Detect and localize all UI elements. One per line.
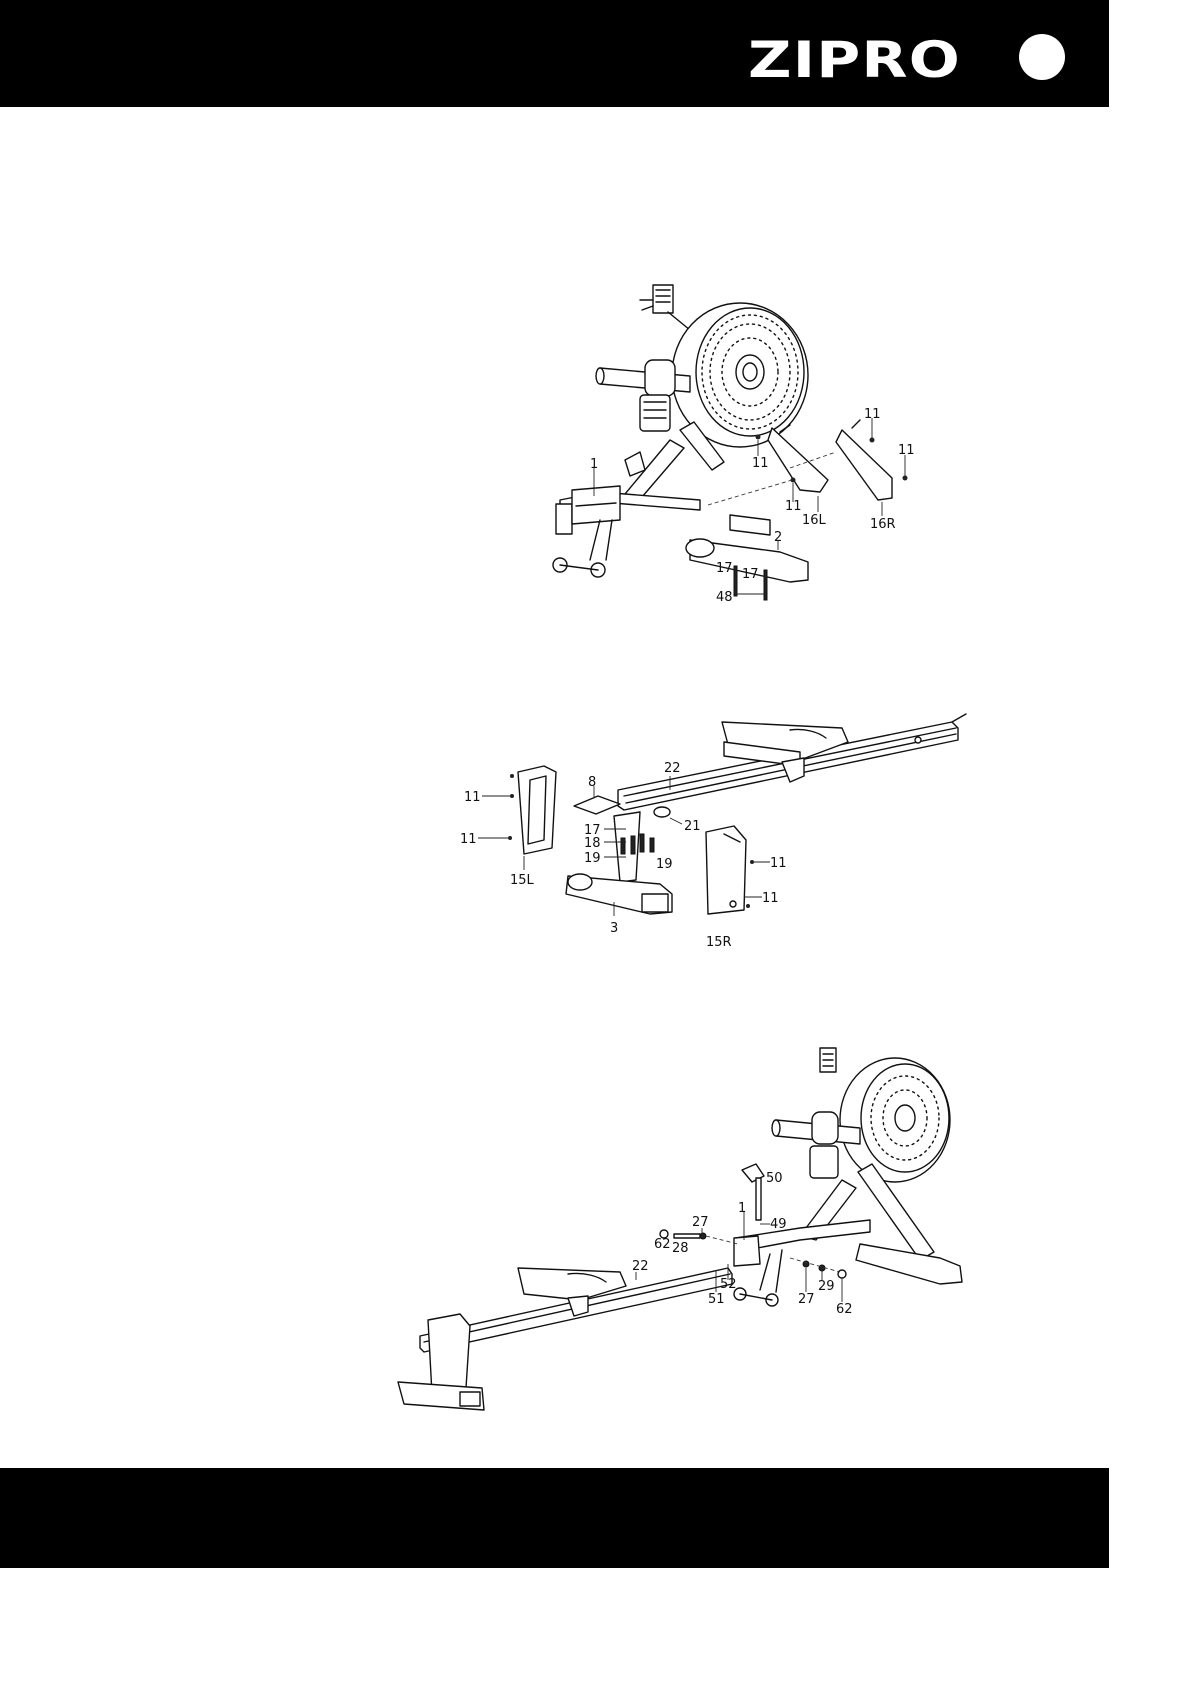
part-label-11: 11 xyxy=(460,832,477,847)
part-label-11: 11 xyxy=(770,856,787,871)
fan-wheel-illustration xyxy=(820,1048,950,1182)
part-label-11: 11 xyxy=(785,499,802,514)
part-label-52: 52 xyxy=(720,1277,737,1292)
part-label-21: 21 xyxy=(684,819,701,834)
part-label-62: 62 xyxy=(654,1237,671,1252)
part-label-22: 22 xyxy=(632,1259,649,1274)
part-label-17: 17 xyxy=(716,561,733,576)
part-label-28: 28 xyxy=(672,1241,689,1256)
part-label-16L: 16L xyxy=(802,513,827,528)
console-illustration xyxy=(640,285,690,330)
part-label-27: 27 xyxy=(692,1215,709,1230)
part-label-49: 49 xyxy=(770,1217,787,1232)
part-label-51: 51 xyxy=(708,1292,725,1307)
part-label-11: 11 xyxy=(898,443,915,458)
part-label-2: 2 xyxy=(774,530,782,545)
part-label-29: 29 xyxy=(818,1279,835,1294)
part-label-50: 50 xyxy=(766,1171,783,1186)
part-label-19: 19 xyxy=(584,851,601,866)
assembly-diagram-rail-connection: 50 1 27 62 28 49 22 52 51 27 29 62 xyxy=(390,1040,970,1420)
part-label-11: 11 xyxy=(762,891,779,906)
assembly-diagram-rail-rear-foot: 11 11 15L 8 22 17 18 19 21 19 3 11 11 15… xyxy=(440,700,980,960)
bushing-21-illustration xyxy=(654,807,670,817)
cover-16R-illustration xyxy=(836,420,892,500)
part-label-1: 1 xyxy=(590,457,598,472)
part-label-19: 19 xyxy=(656,857,673,872)
part-label-11: 11 xyxy=(464,790,481,805)
assembly-diagram-front-frame: 1 11 11 11 11 16L 16R 2 17 17 48 xyxy=(540,280,940,610)
part-label-18: 18 xyxy=(584,836,601,851)
footer-bar xyxy=(0,1468,1109,1568)
cover-15R-illustration xyxy=(706,826,746,914)
part-label-8: 8 xyxy=(588,775,596,790)
plate-8-illustration xyxy=(574,796,620,814)
part-label-22: 22 xyxy=(664,761,681,776)
part-label-27: 27 xyxy=(798,1292,815,1307)
brand-logo: ZIPRO xyxy=(748,28,961,92)
part-label-48: 48 xyxy=(716,590,733,605)
part-label-15L: 15L xyxy=(510,873,535,888)
part-label-11: 11 xyxy=(752,456,769,471)
part-label-1: 1 xyxy=(738,1201,746,1216)
part-label-17: 17 xyxy=(742,567,759,582)
part-label-62: 62 xyxy=(836,1302,853,1317)
cover-15L-illustration xyxy=(518,766,556,854)
part-label-3: 3 xyxy=(610,921,618,936)
cover-16L-illustration xyxy=(768,425,828,492)
language-badge xyxy=(1019,34,1065,80)
part-label-15R: 15R xyxy=(706,935,732,950)
part-label-11: 11 xyxy=(864,407,881,422)
header-bar: ZIPRO xyxy=(0,0,1109,107)
part-label-16R: 16R xyxy=(870,517,896,532)
